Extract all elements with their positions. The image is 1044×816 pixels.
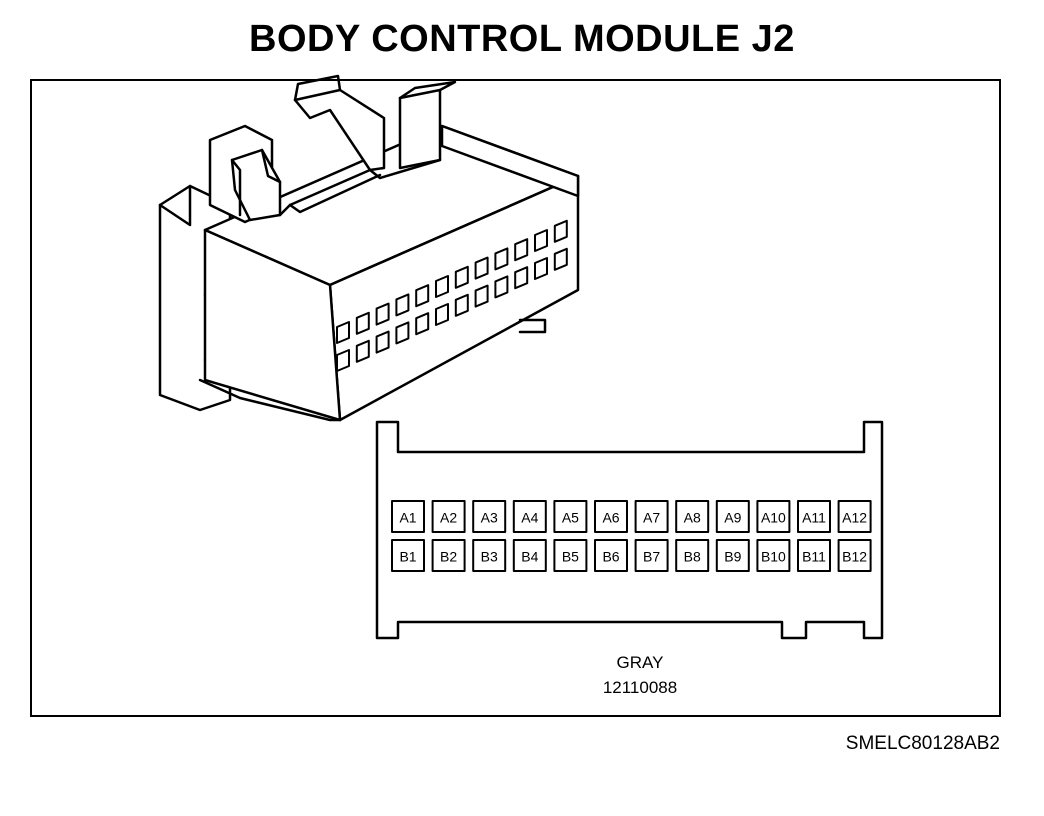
pin-cavity-A6 xyxy=(594,500,628,533)
pin-cavity-A11 xyxy=(797,500,831,533)
cavity-window xyxy=(514,266,529,290)
pin-label-B6: B6 xyxy=(602,549,619,565)
cavity-window xyxy=(534,257,548,280)
pin-cavity-A3 xyxy=(472,500,507,533)
cavity-window xyxy=(415,284,430,308)
pin-label-B2: B2 xyxy=(440,549,457,565)
pin-label-B10: B10 xyxy=(761,549,786,565)
cavity-window xyxy=(395,321,410,345)
cavity-window xyxy=(494,275,509,299)
pin-cavity-A8 xyxy=(675,500,710,533)
pin-cavity-B11 xyxy=(797,539,831,572)
pin-label-B12: B12 xyxy=(842,549,867,565)
connector-part-number: 12110088 xyxy=(602,678,678,697)
cavity-window xyxy=(454,293,469,317)
pin-cavity-B5 xyxy=(553,539,588,572)
pin-cavity-A7 xyxy=(634,500,669,533)
pin-cavity-A1 xyxy=(391,500,425,533)
cavity-window xyxy=(474,284,489,308)
pin-cavity-B1 xyxy=(391,539,425,572)
pin-label-A7: A7 xyxy=(643,510,660,526)
pin-cavity-B8 xyxy=(675,539,710,572)
cavity-window xyxy=(375,302,390,326)
figure-id: SMELC80128AB2 xyxy=(845,733,1000,754)
pin-label-A8: A8 xyxy=(684,510,701,526)
pin-cavity-A2 xyxy=(431,500,466,533)
cavity-window xyxy=(336,349,350,372)
pin-label-A1: A1 xyxy=(399,510,416,526)
pin-cavity-A4 xyxy=(512,500,547,533)
cavity-window-grid xyxy=(336,219,568,372)
pin-label-A3: A3 xyxy=(481,510,498,526)
pin-label-B7: B7 xyxy=(643,549,660,565)
pin-label-A12: A12 xyxy=(842,510,867,526)
pin-label-A4: A4 xyxy=(521,510,538,526)
cavity-window xyxy=(375,330,390,354)
pin-label-B3: B3 xyxy=(481,549,498,565)
pin-cavity-A10 xyxy=(756,500,791,533)
pin-cavity-B9 xyxy=(715,539,750,572)
cavity-window xyxy=(553,247,568,271)
pin-label-B8: B8 xyxy=(684,549,701,565)
pin-cavity-B3 xyxy=(472,539,507,572)
terminal-face-view xyxy=(375,420,884,640)
cavity-window xyxy=(454,265,469,289)
pin-cavity-B6 xyxy=(594,539,628,572)
cavity-window xyxy=(415,312,430,336)
pin-label-A10: A10 xyxy=(761,510,786,526)
pin-label-B11: B11 xyxy=(802,549,826,565)
pin-cavity-A9 xyxy=(715,500,750,533)
pin-label-B9: B9 xyxy=(724,549,741,565)
cavity-window xyxy=(514,238,529,262)
pin-cavity-B12 xyxy=(837,539,872,572)
pin-label-B5: B5 xyxy=(562,549,579,565)
pin-cavity-B2 xyxy=(431,539,466,572)
diagram-frame xyxy=(30,79,1001,717)
pin-label-A5: A5 xyxy=(562,510,579,526)
pin-cavity-A12 xyxy=(837,500,872,533)
pin-label-A2: A2 xyxy=(440,510,457,526)
cavity-window xyxy=(336,321,350,344)
cavity-window xyxy=(395,293,410,317)
cavity-window xyxy=(435,275,449,298)
cavity-window xyxy=(534,229,548,252)
pin-cavity-B4 xyxy=(512,539,547,572)
cavity-window xyxy=(355,311,370,335)
pin-cavity-A5 xyxy=(553,500,588,533)
pin-label-A9: A9 xyxy=(724,510,741,526)
cavity-window xyxy=(355,339,370,363)
cavity-window xyxy=(553,219,568,243)
pin-label-B4: B4 xyxy=(521,549,538,565)
cavity-window xyxy=(474,256,489,280)
connector-color-label: GRAY xyxy=(616,653,664,672)
connector-isometric-illustration xyxy=(158,74,580,422)
pin-cavity-B10 xyxy=(756,539,791,572)
cavity-window xyxy=(435,303,449,326)
pin-label-B1: B1 xyxy=(399,549,416,565)
pin-cavity-B7 xyxy=(634,539,669,572)
diagram-title: BODY CONTROL MODULE J2 xyxy=(249,18,795,60)
pin-label-A11: A11 xyxy=(802,510,826,526)
pin-label-A6: A6 xyxy=(602,510,619,526)
cavity-window xyxy=(494,247,509,271)
